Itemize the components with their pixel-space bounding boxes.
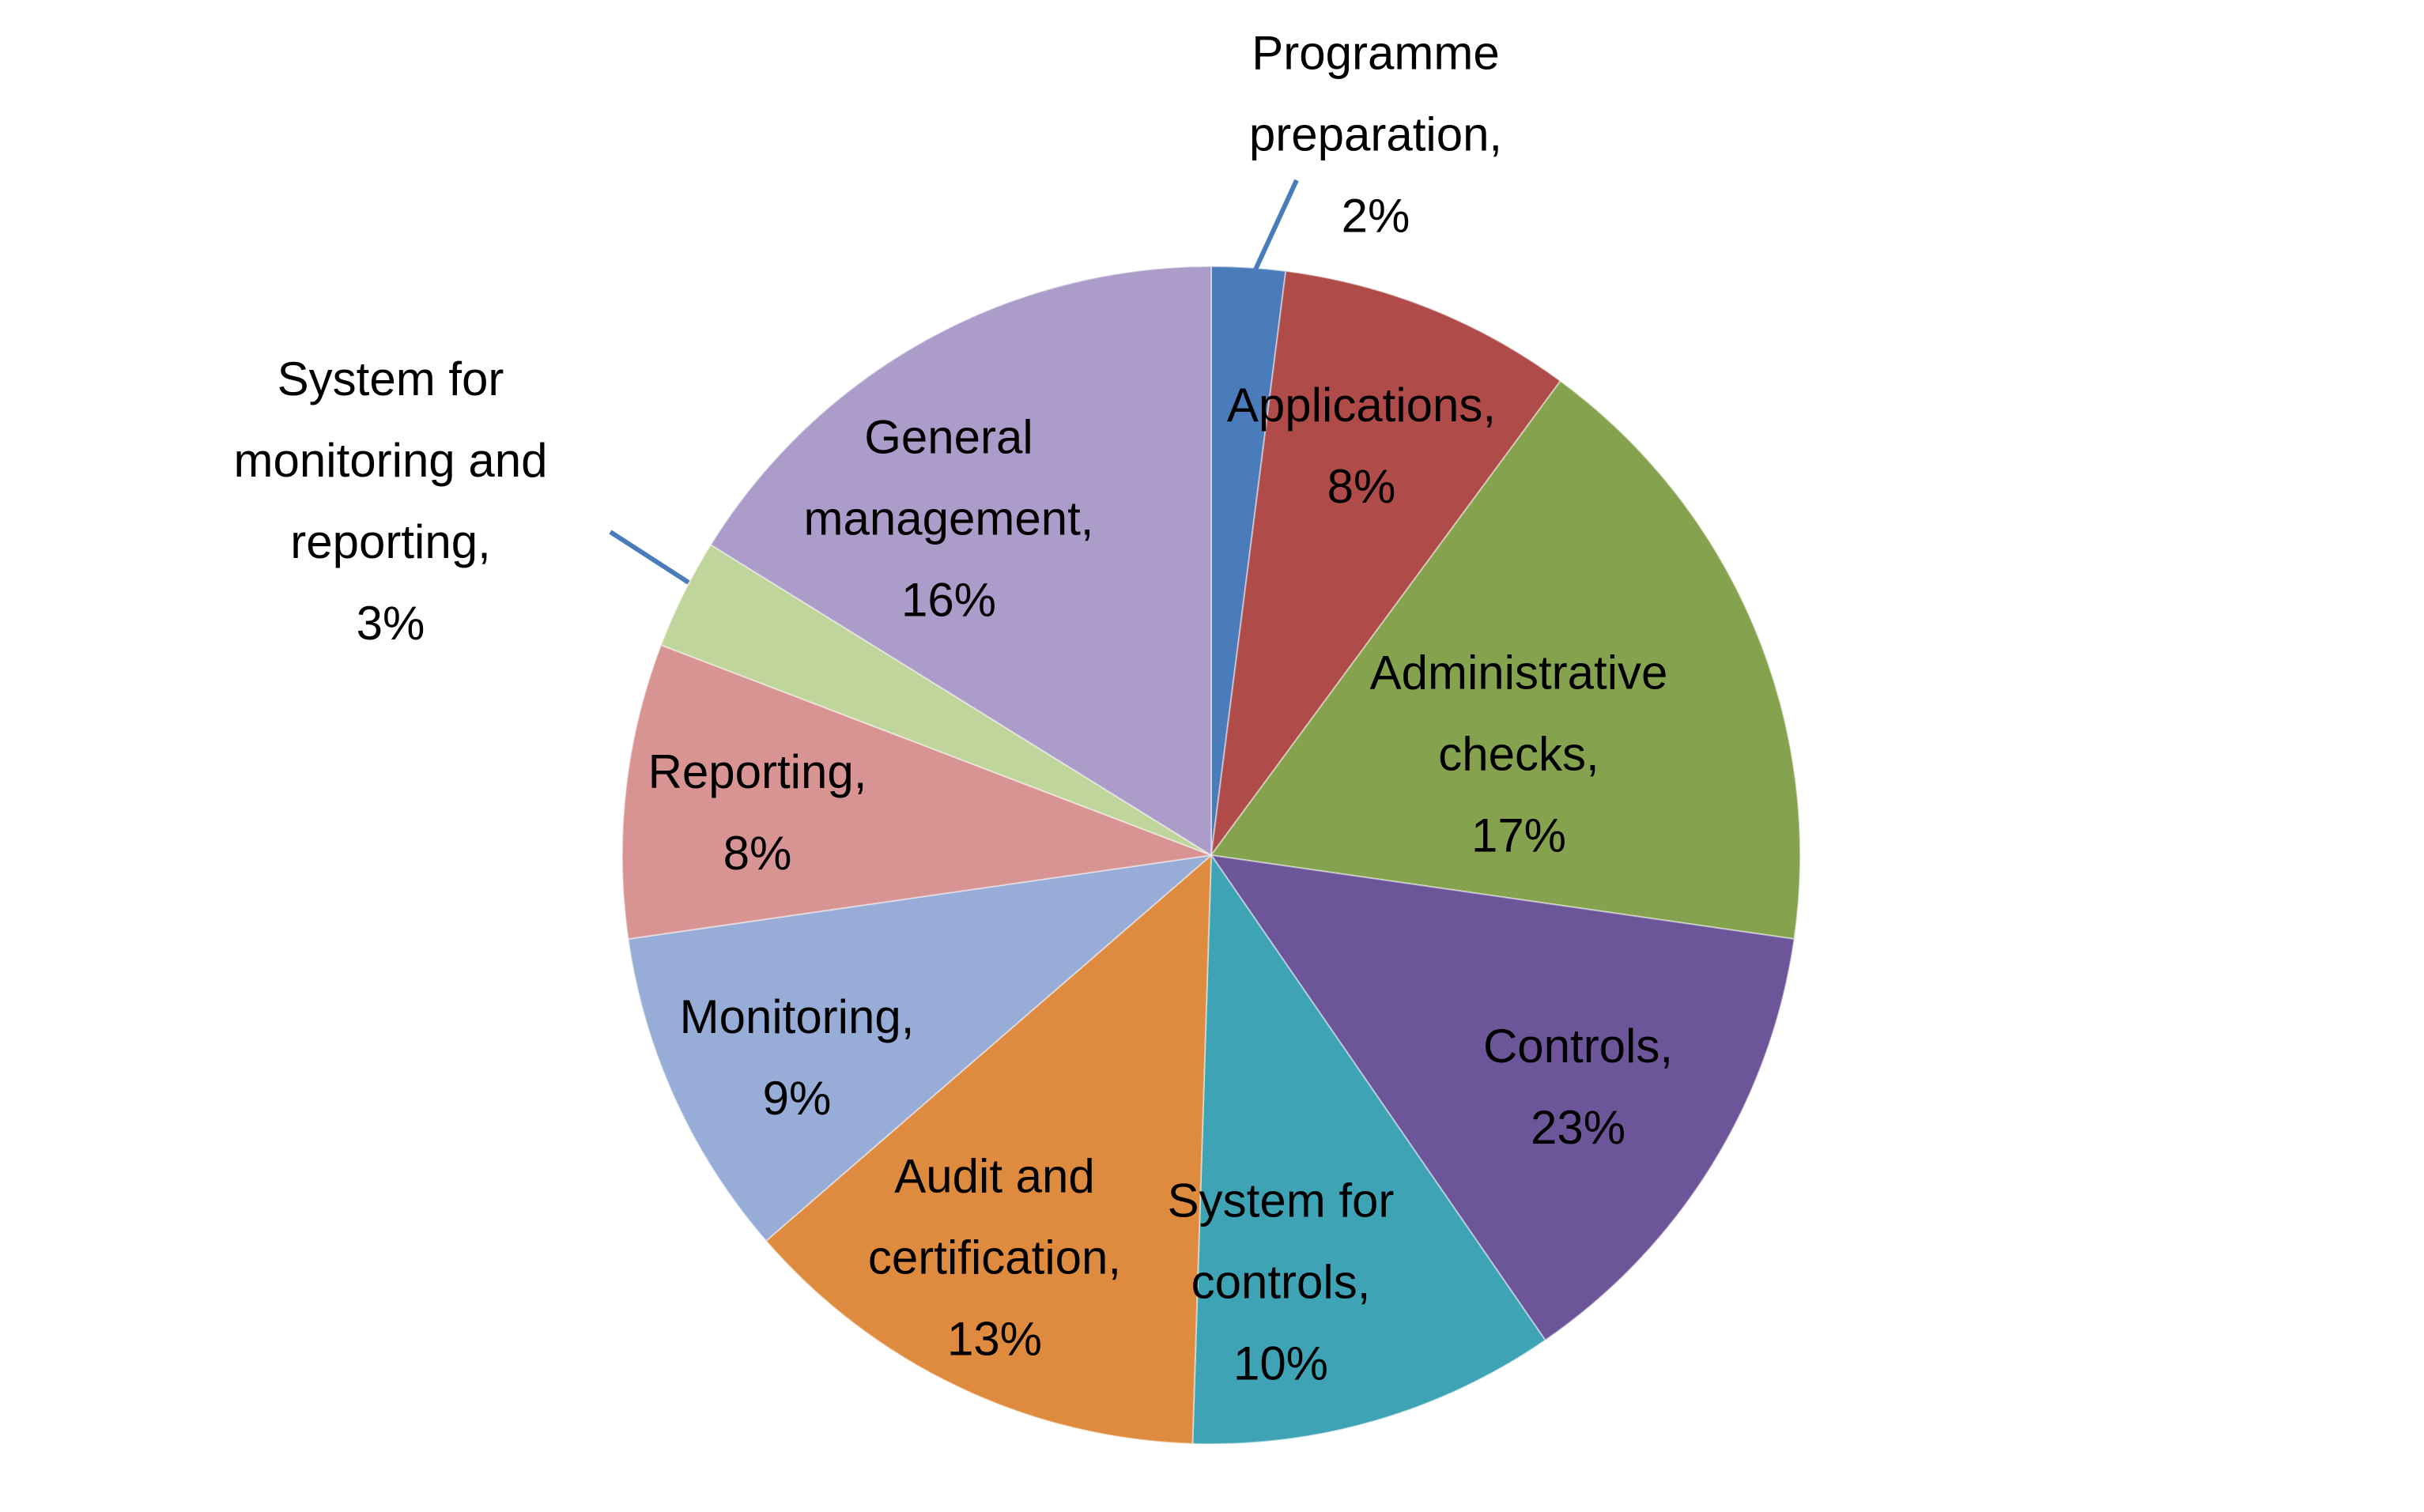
slice-label-system-for-controls: System for controls, 10% bbox=[1167, 1174, 1395, 1390]
slice-label-general-management: General management, 16% bbox=[803, 410, 1094, 627]
slice-label-controls: Controls, 23% bbox=[1482, 1020, 1674, 1154]
pie-slice-applications bbox=[1210, 270, 1561, 856]
slice-label-audit-and-certification: Audit and certification, 13% bbox=[867, 1149, 1122, 1366]
slice-label-applications: Applications, 8% bbox=[1226, 379, 1497, 513]
slice-label-system-for-monitoring-and-reporting: System for monitoring and reporting, 3% bbox=[233, 353, 548, 650]
pie-slice-system-for-controls bbox=[1191, 854, 1546, 1445]
slice-label-programme-preparation: Programme preparation, 2% bbox=[1248, 26, 1503, 243]
pie-slice-audit-and-certification bbox=[765, 854, 1212, 1445]
leader-line-programme-preparation bbox=[1253, 179, 1299, 271]
pie-slice-administrative-checks bbox=[1210, 380, 1801, 940]
pie-slice-reporting bbox=[621, 644, 1212, 940]
pie-slice-general-management bbox=[710, 266, 1212, 856]
slice-label-monitoring: Monitoring, 9% bbox=[679, 990, 915, 1125]
pie-slice-controls bbox=[1210, 854, 1795, 1341]
slice-label-administrative-checks: Administrative checks, 17% bbox=[1369, 646, 1668, 862]
pie-slice-programme-preparation bbox=[1210, 266, 1287, 856]
pie-slices bbox=[621, 266, 1801, 1445]
pie-slice-system-for-monitoring-and-reporting bbox=[660, 544, 1212, 856]
pie-slice-monitoring bbox=[627, 854, 1212, 1242]
leader-line-system-for-monitoring-and-reporting bbox=[609, 530, 690, 585]
slice-label-reporting: Reporting, 8% bbox=[648, 745, 867, 880]
leader-lines bbox=[609, 179, 1299, 585]
